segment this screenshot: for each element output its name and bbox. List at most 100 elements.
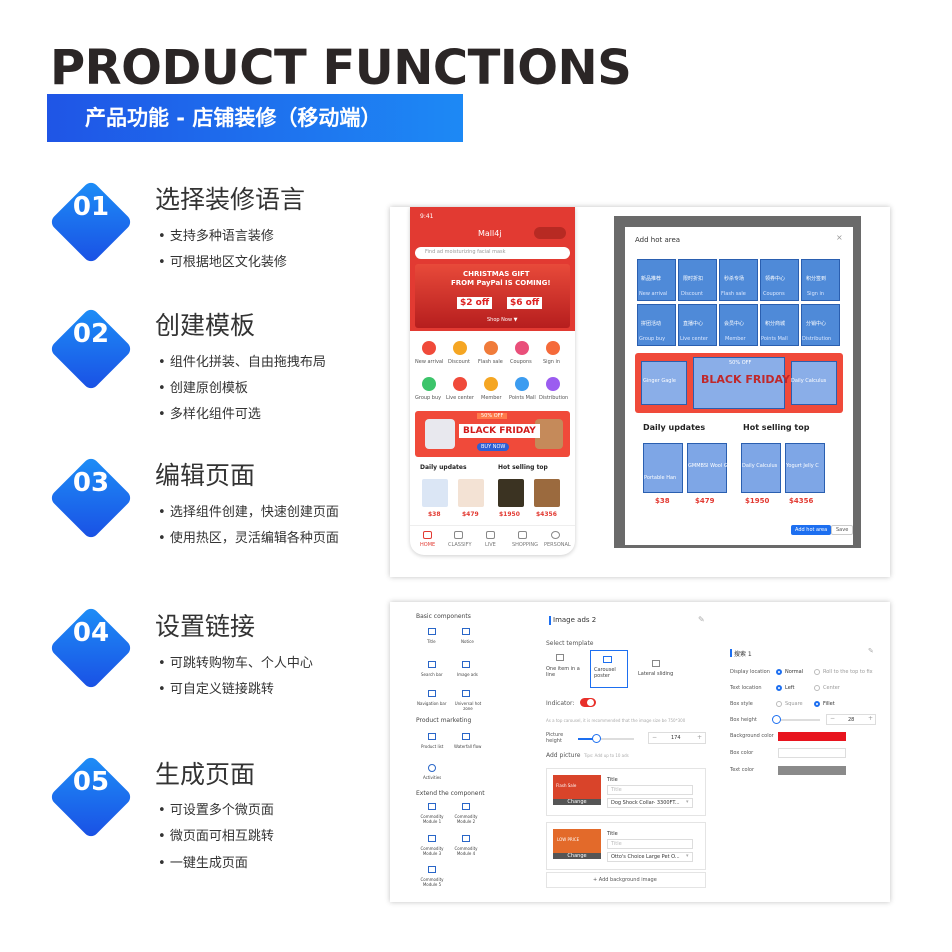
product-image[interactable] (422, 479, 448, 507)
search-bar[interactable]: Find ad moisturizing facial mask (415, 247, 570, 259)
component-label[interactable]: Commodity Module 5 (420, 877, 444, 887)
radio-label[interactable]: Center (823, 685, 840, 691)
group-buy-icon[interactable] (422, 377, 436, 391)
live-center-icon[interactable] (453, 377, 467, 391)
hot-zone[interactable] (719, 259, 758, 301)
nav-label-personal[interactable]: PERSONAL (544, 542, 571, 548)
hot-zone[interactable] (687, 443, 727, 493)
commodity-icon[interactable] (462, 835, 470, 842)
hot-zone[interactable] (785, 443, 825, 493)
component-label[interactable]: Notice (461, 639, 474, 644)
radio-center[interactable] (814, 685, 820, 691)
nav-label-shopping[interactable]: SHOPPING (512, 542, 538, 548)
hot-zone[interactable] (693, 357, 785, 409)
box-color-swatch[interactable] (778, 748, 846, 758)
flash-sale-icon[interactable] (484, 341, 498, 355)
component-label[interactable]: Commodity Module 2 (454, 814, 478, 824)
discount-icon[interactable] (453, 341, 467, 355)
personal-icon[interactable] (551, 531, 560, 539)
component-label[interactable]: Waterfall flow (454, 744, 482, 749)
nav-label-live[interactable]: LIVE (485, 542, 496, 548)
template-option[interactable]: Carousel poster (594, 667, 616, 679)
component-label[interactable]: Activities (423, 775, 442, 780)
template-carousel-icon[interactable] (603, 656, 612, 663)
radio-label[interactable]: Left (785, 685, 795, 691)
ad-title-input[interactable]: Title (607, 839, 693, 849)
hot-zone[interactable] (643, 443, 683, 493)
hot-zone[interactable] (678, 304, 717, 346)
template-lateral-icon[interactable] (652, 660, 660, 667)
commodity-icon[interactable] (428, 803, 436, 810)
hot-zone[interactable] (791, 361, 837, 405)
template-one-item-icon[interactable] (556, 654, 564, 661)
hot-zone[interactable] (678, 259, 717, 301)
hot-zone[interactable] (637, 259, 676, 301)
component-label[interactable]: Commodity Module 4 (454, 846, 478, 856)
template-carousel-selected[interactable] (590, 650, 628, 688)
nav-label-classify[interactable]: CLASSIFY (448, 542, 472, 548)
hot-zone[interactable] (741, 443, 781, 493)
promo-button[interactable]: BUY NOW (477, 443, 510, 451)
radio-fillet[interactable] (814, 701, 820, 707)
template-option[interactable]: Lateral sliding (638, 671, 674, 677)
ad-title-input[interactable]: Title (607, 785, 693, 795)
component-label[interactable]: Commodity Module 3 (420, 846, 444, 856)
component-label[interactable]: Product list (421, 744, 444, 749)
template-option[interactable]: One item in a line (546, 666, 580, 678)
christmas-banner[interactable]: CHRISTMAS GIFT FROM PayPal IS COMING! $2… (415, 264, 570, 328)
product-list-icon[interactable] (428, 733, 436, 740)
black-friday-promo[interactable]: 50% OFF BLACK FRIDAY BUY NOW (415, 411, 570, 457)
activities-icon[interactable] (428, 764, 436, 772)
hot-zone[interactable] (637, 304, 676, 346)
component-label[interactable]: Image ads (457, 672, 478, 677)
radio-label[interactable]: Fillet (823, 701, 835, 707)
edit-icon[interactable]: ✎ (698, 615, 705, 624)
component-label[interactable]: Universal hot zone (454, 701, 482, 711)
sign-in-icon[interactable] (546, 341, 560, 355)
add-background-image-button[interactable]: + Add background image (546, 872, 706, 888)
product-image[interactable] (458, 479, 484, 507)
search-bar-icon[interactable] (428, 661, 436, 668)
add-hot-area-button[interactable]: Add hot area (791, 525, 832, 535)
radio-label[interactable]: Square (785, 701, 803, 707)
box-height-slider-track[interactable] (774, 719, 820, 721)
hot-zone[interactable] (641, 361, 687, 405)
navigation-bar-icon[interactable] (428, 690, 436, 697)
height-slider-handle[interactable] (592, 734, 601, 743)
radio-label[interactable]: Roll to the top to fix (823, 669, 873, 675)
radio-label[interactable]: Normal (785, 669, 804, 675)
home-icon[interactable] (423, 531, 432, 539)
commodity-icon[interactable] (428, 866, 436, 873)
image-ads-icon[interactable] (462, 661, 470, 668)
distribution-icon[interactable] (546, 377, 560, 391)
hot-zone[interactable] (760, 259, 799, 301)
height-stepper[interactable]: − 174 + (648, 732, 706, 744)
save-button[interactable]: Save (831, 525, 854, 535)
hot-zone[interactable] (719, 304, 758, 346)
component-label[interactable]: Navigation bar (417, 701, 447, 706)
component-label[interactable]: Title (427, 639, 436, 644)
coupons-icon[interactable] (515, 341, 529, 355)
new-arrival-icon[interactable] (422, 341, 436, 355)
box-height-stepper[interactable]: − 28 + (826, 714, 876, 725)
ad-link-select[interactable]: Dog Shock Collar- 3300FT... ▾ (607, 798, 693, 808)
shopping-icon[interactable] (518, 531, 527, 539)
title-icon[interactable] (428, 628, 436, 635)
live-icon[interactable] (486, 531, 495, 539)
change-image-button[interactable]: Change (553, 853, 601, 859)
radio-normal[interactable] (776, 669, 782, 675)
text-color-swatch[interactable] (778, 766, 846, 775)
points-mall-icon[interactable] (515, 377, 529, 391)
component-label[interactable]: Search bar (421, 672, 443, 677)
box-height-slider-handle[interactable] (772, 715, 781, 724)
hot-area-canvas[interactable]: 新品推荐 限时折扣 秒杀专场 领券中心 积分签到 New arrival Dis… (635, 257, 843, 551)
nav-label-home[interactable]: HOME (420, 542, 436, 548)
close-icon[interactable]: × (836, 233, 843, 242)
hot-zone[interactable] (801, 259, 840, 301)
hot-zone[interactable] (801, 304, 840, 346)
background-color-swatch[interactable] (778, 732, 846, 741)
waterfall-flow-icon[interactable] (462, 733, 470, 740)
component-label[interactable]: Commodity Module 1 (420, 814, 444, 824)
ad-link-select[interactable]: Otto's Choice Large Pet O... ▾ (607, 852, 693, 862)
member-icon[interactable] (484, 377, 498, 391)
